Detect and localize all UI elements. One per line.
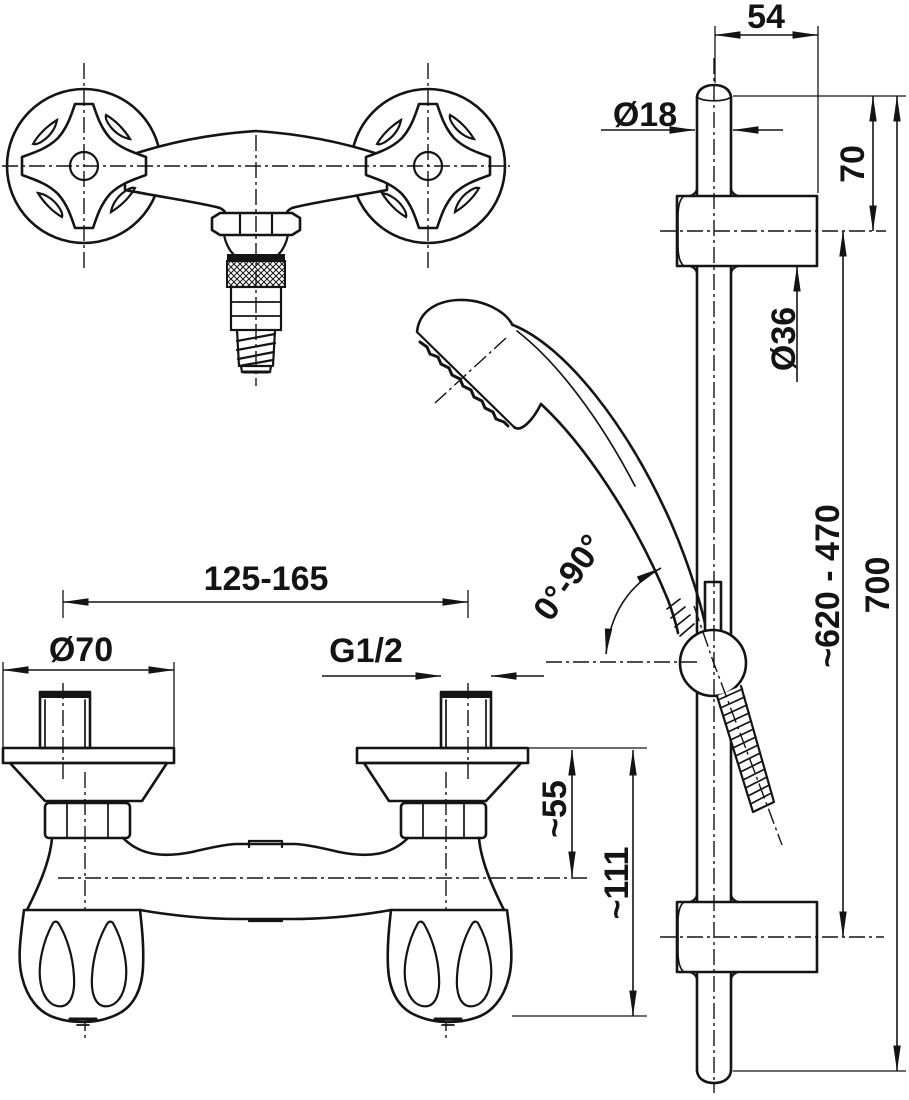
shower-hose <box>715 684 776 814</box>
centerlines-front <box>2 63 510 386</box>
dim-label-700: 700 <box>859 557 897 614</box>
dim-rosette-diameter: Ø70 <box>2 631 175 748</box>
dim-label-g12: G1/2 <box>329 632 403 670</box>
dim-bar-length: 700 <box>733 95 906 1072</box>
dim-depths: ~55 ~111 <box>512 747 647 1017</box>
front-view-mixer <box>2 63 510 386</box>
spray-face-edge <box>418 340 510 428</box>
dim-bar-diameter: Ø18 <box>601 96 783 134</box>
dim-label-54: 54 <box>747 0 785 36</box>
shower-head <box>415 298 515 333</box>
dim-label-70: 70 <box>834 145 872 183</box>
dim-bracket-top-offset: 70 <box>660 95 886 232</box>
dim-wall-distance: 54 <box>714 0 819 193</box>
hose-axis <box>693 605 783 846</box>
dim-slider-range: ~620 - 470 <box>660 230 884 938</box>
dim-bracket-diameter: Ø36 <box>765 265 803 382</box>
handle-bottom <box>18 908 145 1024</box>
dim-label-o70: Ø70 <box>49 631 113 669</box>
dim-label-125-165: 125-165 <box>204 560 329 598</box>
dim-label-55: ~55 <box>536 780 574 838</box>
dim-label-o18: Ø18 <box>613 96 677 134</box>
inlet-unit <box>1 683 176 1041</box>
hand-shower <box>415 298 709 637</box>
slider-clamp <box>703 580 723 633</box>
bottom-view-mixer <box>1 681 589 1043</box>
dim-label-swivel-angle: 0°-90° <box>526 528 612 628</box>
mixer-body-bottom <box>25 836 506 923</box>
dim-label-620-470: ~620 - 470 <box>809 504 847 668</box>
dim-inlet-distance: 125-165 <box>62 560 469 618</box>
slider-ball <box>678 628 748 698</box>
dim-thread-size: G1/2 <box>322 632 544 680</box>
dim-label-111: ~111 <box>598 847 636 920</box>
swivel-arc <box>604 567 662 655</box>
dim-label-o36: Ø36 <box>765 307 803 371</box>
